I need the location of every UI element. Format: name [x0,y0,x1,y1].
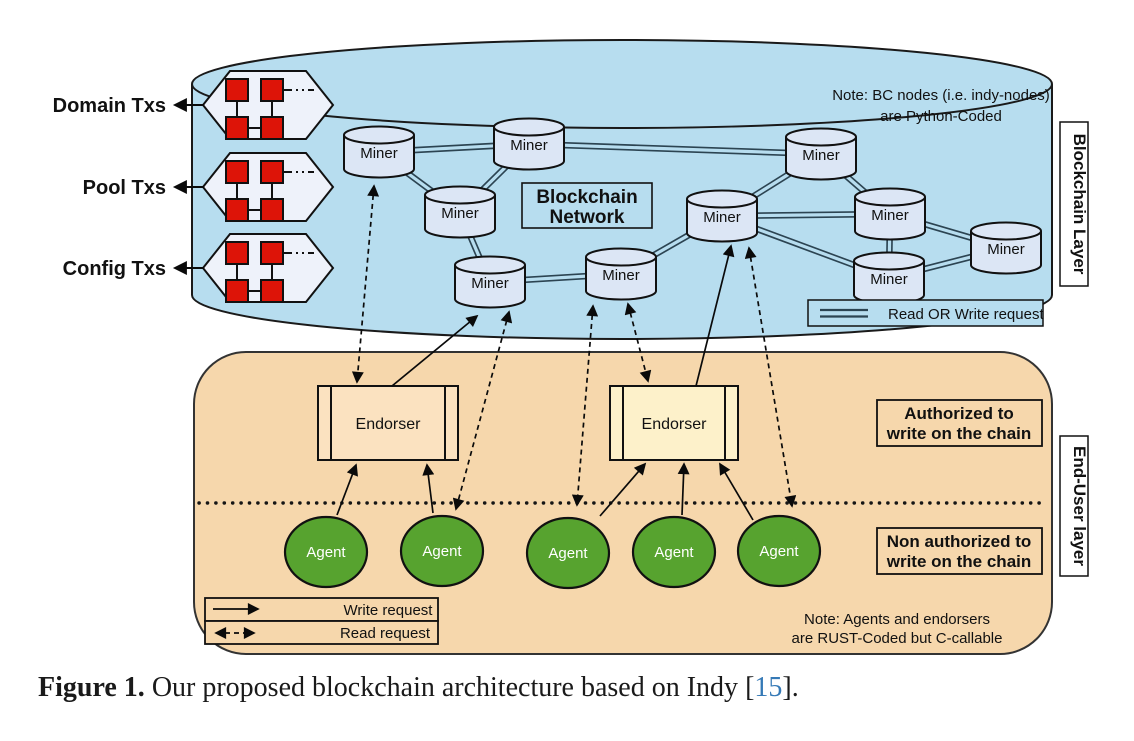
blockchain-network-box: Blockchain Network [521,182,653,229]
caption-ref-number[interactable]: 15 [754,672,783,703]
agent-node [631,515,717,589]
blockchain-network-label-line2: Network [550,207,625,228]
endorser-label: Endorser [356,416,422,433]
blockchain-layer: Miner Miner Miner Miner Miner Miner Mine… [191,39,1053,340]
bc-legend: Read OR Write request [807,299,1044,327]
domain-txs-label: Domain Txs [53,95,166,117]
miner-link-gap [528,142,822,156]
miner-label: Miner [703,209,741,226]
agent-label: Agent [759,543,799,560]
read-arrow-miner6-agent5 [744,246,797,508]
eu-note-line2: are RUST-Coded but C-callable [792,630,1003,647]
miner-label: Miner [870,271,908,288]
non-authorized-box: Non authorized to write on the chain [876,527,1043,575]
miner-label: Miner [510,137,548,154]
figure-caption: Figure 1. Our proposed blockchain archit… [38,672,1098,704]
miner-nodes: Miner Miner Miner Miner Miner Miner Mine… [343,117,1042,309]
agent-label: Agent [306,544,346,561]
miner-label: Miner [360,145,398,162]
miner-label: Miner [441,205,479,222]
end-user-layer-label: End-User layer [1070,446,1089,566]
endorser-node-right: Endorser [609,385,739,461]
agent-label: Agent [654,544,694,561]
authorized-line2: write on the chain [886,424,1032,443]
agent-node [283,515,369,589]
end-user-layer: Endorser Endorser Agent Agent Agent Agen… [193,351,1053,655]
write-arrow-agent3-to-endorser2 [599,462,647,517]
agent-node [399,514,485,588]
blockchain-layer-label: Blockchain Layer [1070,134,1089,275]
eu-note-line1: Note: Agents and endorsers [804,611,990,628]
caption-ref-open: [ [745,672,755,703]
tx-labels: Domain Txs Pool Txs Config Txs [53,95,204,280]
authorized-line1: Authorized to [904,404,1014,423]
config-txs-label: Config Txs [63,258,166,280]
endorser-node-left: Endorser [317,385,459,461]
write-arrow-agent1-to-endorser1 [336,463,358,516]
caption-figure-label: Figure 1. [38,672,145,703]
request-arrows [336,184,797,521]
non-authorized-line2: write on the chain [886,552,1032,571]
read-arrow-miner1-endorser1 [351,184,380,384]
read-arrow-miner5-endorser2 [624,302,652,383]
bc-note-line2: are Python-Coded [880,108,1002,125]
bc-legend-label: Read OR Write request [888,306,1044,323]
write-arrow-agent4-to-endorser2 [677,462,690,516]
agent-nodes: Agent Agent Agent Agent Agent [283,514,822,590]
blockchain-architecture-diagram: Miner Miner Miner Miner Miner Miner Mine… [53,39,1089,655]
miner-label: Miner [471,275,509,292]
pool-txs-label: Pool Txs [83,177,166,199]
domain-txs-hexagon [202,70,334,140]
end-user-layer-tag: End-User layer [1059,435,1089,577]
blockchain-layer-tag: Blockchain Layer [1059,121,1089,287]
miner-label: Miner [871,207,909,224]
miner-label: Miner [802,147,840,164]
pool-txs-hexagon [202,152,334,222]
blockchain-network-label-line1: Blockchain [536,187,637,208]
authorized-box: Authorized to write on the chain [876,399,1043,447]
endorser-label: Endorser [642,416,708,433]
write-request-label: Write request [344,602,434,619]
non-authorized-line1: Non authorized to [887,532,1031,551]
agent-node [525,516,611,590]
caption-reference[interactable]: [15]. [745,672,799,703]
read-arrow-miner4-agent2 [452,310,513,511]
caption-text: Our proposed blockchain architecture bas… [144,672,746,703]
caption-ref-close: ]. [782,672,799,703]
config-txs-hexagon [202,233,334,303]
miner-label: Miner [987,241,1025,258]
write-arrow-agent2-to-endorser1 [422,463,435,514]
blockchain-cylinder-top [191,39,1053,129]
read-arrow-miner5-agent3 [571,304,599,507]
read-request-label: Read request [340,625,431,642]
bc-note-line1: Note: BC nodes (i.e. indy-nodes) [832,87,1050,104]
eu-legend: Write request Read request [204,597,439,645]
agent-node [736,514,822,588]
write-arrow-endorser2-to-miner [695,244,735,387]
agent-label: Agent [548,545,588,562]
write-arrow-agent5-to-endorser2 [719,462,754,521]
agent-label: Agent [422,543,462,560]
miner-label: Miner [602,267,640,284]
